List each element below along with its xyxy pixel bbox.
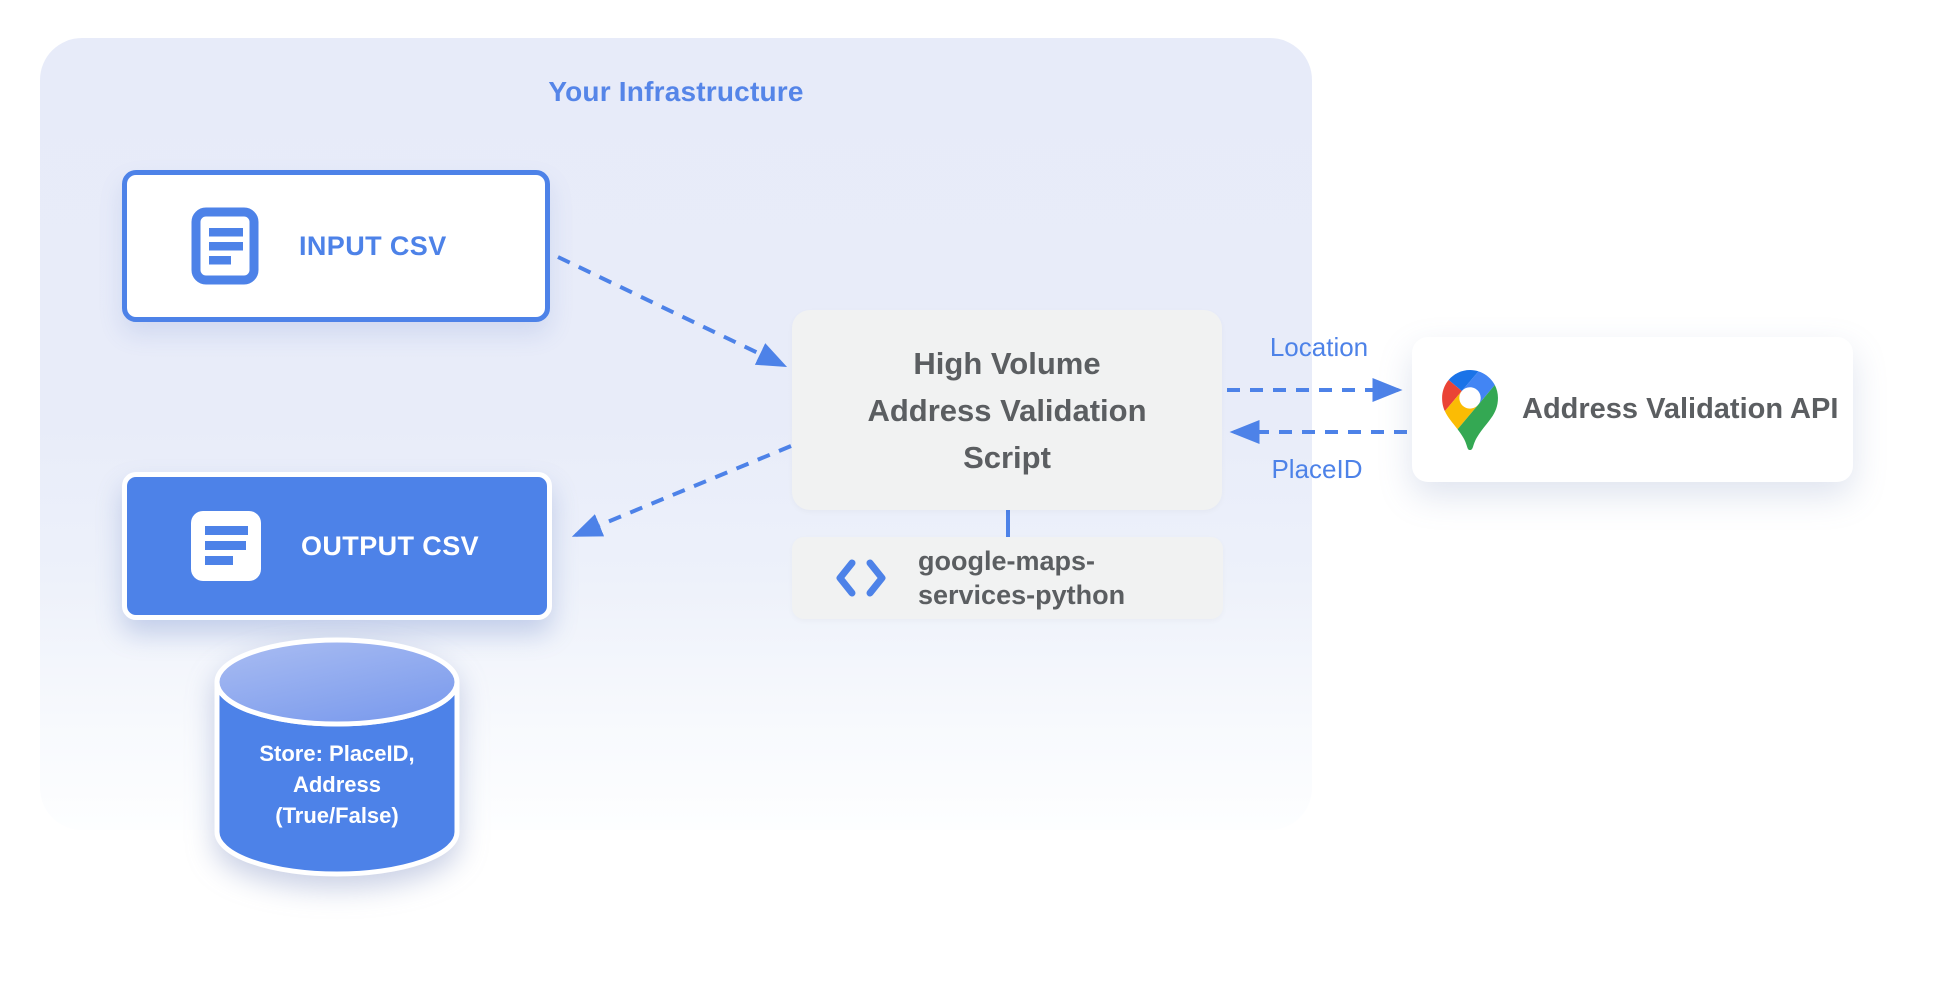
library-label: google-maps- services-python <box>918 544 1125 612</box>
document-icon <box>191 511 261 581</box>
input-csv-node: INPUT CSV <box>122 170 550 322</box>
python-library-node: google-maps- services-python <box>792 537 1223 619</box>
code-icon <box>836 559 886 597</box>
datastore-line-3: (True/False) <box>275 803 399 828</box>
validation-script-node: High Volume Address Validation Script <box>792 310 1222 510</box>
google-maps-pin-icon <box>1442 369 1498 450</box>
script-line-1: High Volume <box>913 345 1101 381</box>
datastore-cylinder <box>214 637 460 877</box>
library-line-2: services-python <box>918 580 1126 610</box>
output-csv-node: OUTPUT CSV <box>122 472 552 620</box>
input-csv-label: INPUT CSV <box>299 230 447 261</box>
location-edge-label: Location <box>1269 332 1369 362</box>
library-line-1: google-maps- <box>918 546 1096 576</box>
datastore-line-1: Store: PlaceID, <box>259 741 415 766</box>
output-csv-label: OUTPUT CSV <box>301 530 480 561</box>
script-line-3: Script <box>963 439 1051 475</box>
datastore-label: Store: PlaceID, Address (True/False) <box>216 738 458 831</box>
script-line-2: Address Validation <box>867 392 1147 428</box>
infrastructure-title: Your Infrastructure <box>548 76 804 107</box>
datastore-line-2: Address <box>292 772 382 797</box>
document-icon <box>191 207 259 285</box>
placeid-edge-label: PlaceID <box>1271 454 1363 484</box>
address-validation-api-node: Address Validation API <box>1412 337 1853 482</box>
api-label: Address Validation API <box>1522 393 1839 425</box>
